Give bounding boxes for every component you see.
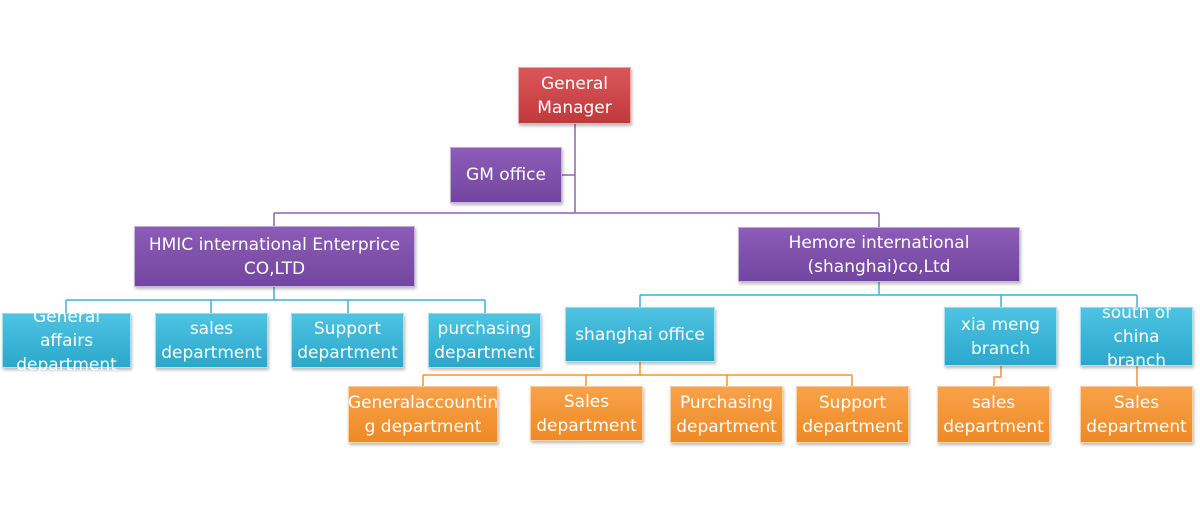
shanghai-purchasing-box[interactable]: Purchasing department	[670, 386, 783, 443]
connector-xia-meng-dept	[993, 366, 1002, 386]
xia-meng-sales-box[interactable]: sales department	[937, 386, 1050, 443]
hemore-company-box[interactable]: Hemore international (shanghai)co,Ltd	[738, 227, 1020, 282]
shanghai-support-box[interactable]: Support department	[796, 386, 909, 443]
hmic-company-box[interactable]: HMIC international Enterprice CO,LTD	[134, 226, 415, 287]
blue-connectors	[65, 282, 1138, 313]
shanghai-general-accounting-box[interactable]: Generalaccountin g department	[348, 386, 498, 443]
hmic-support-box[interactable]: Support department	[291, 313, 404, 368]
shanghai-sales-box[interactable]: Sales department	[530, 386, 643, 441]
south-china-branch-box[interactable]: south of china branch	[1080, 303, 1193, 371]
gm-office-box[interactable]: GM office	[450, 147, 562, 203]
shanghai-office-box[interactable]: shanghai office	[565, 307, 715, 362]
hmic-general-affairs-box[interactable]: General affairs department	[2, 307, 131, 375]
hmic-sales-box[interactable]: sales department	[155, 313, 268, 368]
purple-connectors	[273, 124, 880, 227]
orange-connectors	[422, 362, 1138, 386]
south-china-sales-box[interactable]: Sales department	[1080, 386, 1193, 443]
hmic-purchasing-box[interactable]: purchasing department	[428, 313, 541, 368]
general-manager-box[interactable]: General Manager	[518, 67, 631, 124]
xia-meng-branch-box[interactable]: xia meng branch	[944, 307, 1057, 366]
